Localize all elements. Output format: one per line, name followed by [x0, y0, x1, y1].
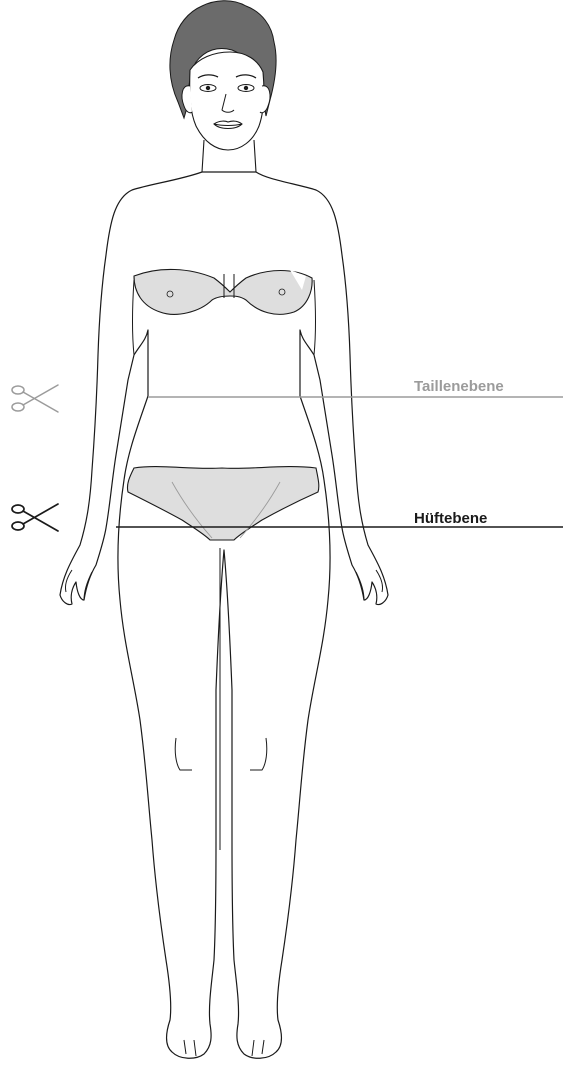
right-pupil [244, 86, 248, 90]
scissors-icon-waist [12, 385, 58, 412]
body-outline [60, 172, 388, 1058]
head [190, 52, 264, 150]
waist-level-label: Taillenebene [414, 378, 504, 395]
hip-level-label: Hüftebene [414, 510, 487, 527]
left-pupil [206, 86, 210, 90]
scissors-icon-hip [12, 504, 58, 531]
